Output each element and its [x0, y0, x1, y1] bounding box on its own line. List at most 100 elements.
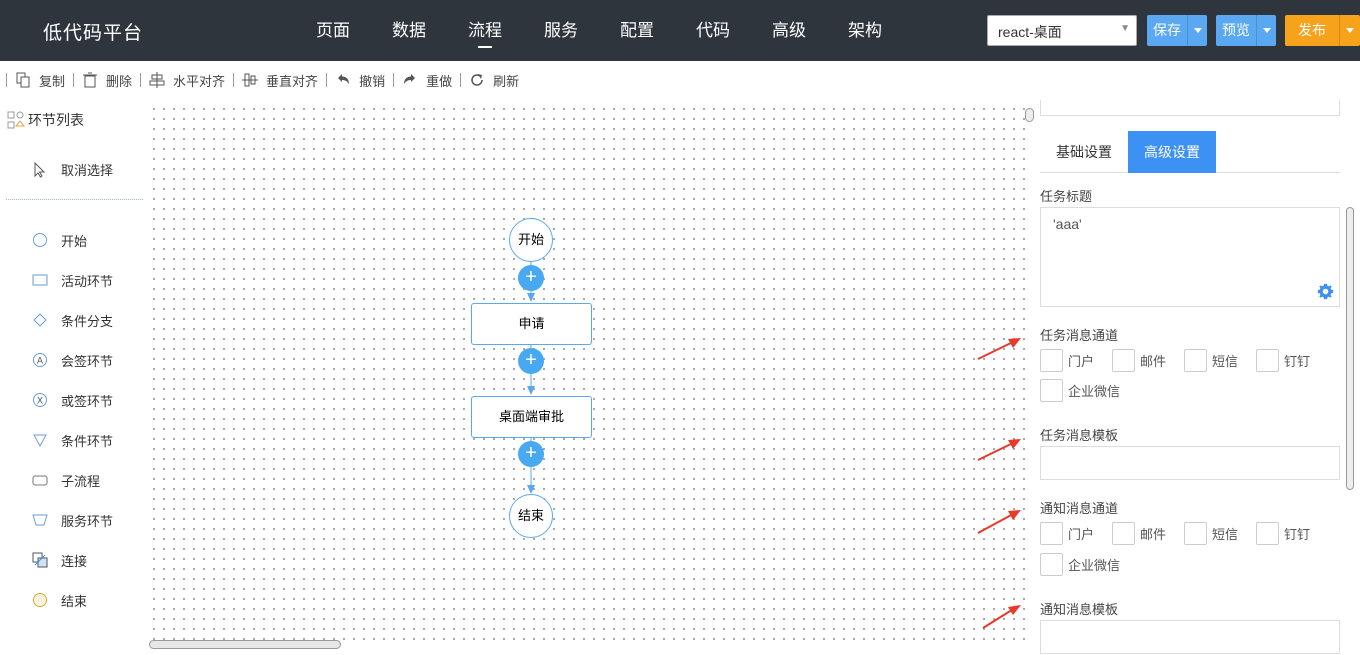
- checkbox-label: 邮件: [1140, 527, 1167, 542]
- toolbar-separator: [233, 73, 235, 87]
- checkbox-wecom[interactable]: [1040, 553, 1063, 576]
- task-title-label: 任务标题: [1040, 189, 1093, 204]
- chevron-down-icon: ▼: [1120, 23, 1130, 34]
- flow-node-approve[interactable]: 桌面端审批: [471, 396, 592, 438]
- annotation-arrow-icon: [982, 605, 1021, 629]
- notify-template-label: 通知消息模板: [1040, 602, 1119, 617]
- checkbox-label: 企业微信: [1068, 558, 1121, 573]
- palette-item-countersign[interactable]: A 会签环节: [32, 350, 113, 370]
- copy-icon: [16, 72, 30, 88]
- checkbox-wecom[interactable]: [1040, 379, 1063, 402]
- canvas-vertical-scrollbar[interactable]: [1025, 108, 1034, 122]
- nav-code[interactable]: 代码: [696, 21, 730, 40]
- palette-item-label: 服务环节: [61, 513, 114, 529]
- editor-toolbar: 复制 删除 水平对齐 垂直对齐 撤销 重做 刷新: [0, 61, 1360, 99]
- palette-item-condition[interactable]: 条件环节: [32, 430, 113, 450]
- task-title-input[interactable]: 'aaa': [1040, 207, 1340, 307]
- tab-basic-settings[interactable]: 基础设置: [1056, 144, 1112, 160]
- main-nav: 页面 数据 流程 服务 配置 代码 高级 架构: [295, 0, 903, 61]
- checkbox-dingtalk[interactable]: [1256, 349, 1280, 372]
- palette-item-label: 条件分支: [61, 313, 114, 329]
- palette-item-end[interactable]: 结束: [32, 590, 87, 610]
- palette-item-connect[interactable]: 连接: [32, 550, 87, 570]
- redo-button[interactable]: 重做: [402, 71, 452, 90]
- flow-node-apply[interactable]: 申请: [471, 303, 592, 345]
- horizontal-align-button[interactable]: 水平对齐: [149, 71, 225, 90]
- save-button[interactable]: 保存: [1147, 15, 1187, 46]
- preview-dropdown-icon[interactable]: [1256, 15, 1276, 46]
- align-vertical-icon: [242, 73, 259, 87]
- flow-canvas[interactable]: [147, 108, 1027, 648]
- canvas-horizontal-scrollbar[interactable]: [149, 640, 341, 649]
- palette-item-label: 子流程: [61, 473, 101, 489]
- nav-flow[interactable]: 流程: [447, 0, 523, 61]
- publish-dropdown-icon[interactable]: [1339, 15, 1360, 46]
- task-channel-options: 门户 邮件 短信 钉钉: [1040, 349, 1328, 372]
- nav-data[interactable]: 数据: [392, 21, 426, 40]
- flow-node-start[interactable]: 开始: [509, 218, 553, 262]
- palette-item-or-sign[interactable]: X 或签环节: [32, 390, 113, 410]
- palette-item-service[interactable]: 服务环节: [32, 510, 113, 530]
- nav-architecture[interactable]: 架构: [848, 21, 882, 40]
- svg-text:X: X: [37, 397, 43, 407]
- checkbox-portal[interactable]: [1040, 522, 1063, 545]
- add-node-button[interactable]: +: [518, 265, 544, 291]
- publish-button[interactable]: 发布: [1285, 15, 1339, 46]
- checkbox-sms[interactable]: [1184, 522, 1208, 545]
- notify-channel-options: 门户 邮件 短信 钉钉: [1040, 522, 1328, 545]
- palette-item-label: 条件环节: [61, 433, 114, 449]
- cancel-select-label: 取消选择: [61, 163, 114, 178]
- copy-button[interactable]: 复制: [15, 71, 65, 90]
- checkbox-portal[interactable]: [1040, 349, 1063, 372]
- save-dropdown-icon[interactable]: [1187, 15, 1207, 46]
- cancel-select-tool[interactable]: 取消选择: [32, 160, 113, 179]
- vertical-align-label: 垂直对齐: [266, 73, 319, 89]
- project-select[interactable]: react-桌面 ▼: [987, 15, 1137, 46]
- refresh-button[interactable]: 刷新: [469, 71, 519, 90]
- toolbar-separator: [460, 73, 462, 87]
- preview-button[interactable]: 预览: [1216, 15, 1256, 46]
- nav-advanced[interactable]: 高级: [772, 21, 806, 40]
- service-icon: [32, 514, 48, 526]
- task-channel-label: 任务消息通道: [1040, 328, 1119, 343]
- node-list-icon: [7, 111, 25, 129]
- panel-vertical-scrollbar[interactable]: [1346, 207, 1354, 490]
- refresh-icon: [471, 74, 483, 86]
- annotation-arrow-icon: [977, 510, 1021, 534]
- panel-top-field[interactable]: [1040, 100, 1340, 116]
- top-navbar: 低代码平台 页面 数据 流程 服务 配置 代码 高级 架构 react-桌面 ▼…: [0, 0, 1360, 61]
- subprocess-icon: [32, 475, 48, 486]
- tab-advanced-settings[interactable]: 高级设置: [1128, 131, 1216, 173]
- toolbar-separator: [326, 73, 328, 87]
- checkbox-dingtalk[interactable]: [1256, 522, 1280, 545]
- preview-button-group: 预览: [1216, 15, 1276, 46]
- checkbox-email[interactable]: [1112, 349, 1136, 372]
- gear-icon[interactable]: [1317, 283, 1334, 300]
- palette-item-subprocess[interactable]: 子流程: [32, 470, 100, 490]
- notify-template-input[interactable]: [1040, 620, 1340, 654]
- nav-service[interactable]: 服务: [544, 21, 578, 40]
- checkbox-label: 企业微信: [1068, 384, 1121, 399]
- palette-item-condition-branch[interactable]: 条件分支: [32, 310, 113, 330]
- nav-config[interactable]: 配置: [620, 21, 654, 40]
- delete-label: 删除: [106, 73, 133, 89]
- nav-page[interactable]: 页面: [316, 21, 350, 40]
- flow-node-end[interactable]: 结束: [509, 494, 553, 538]
- save-button-group: 保存: [1147, 15, 1207, 46]
- triangle-down-icon: [33, 434, 47, 448]
- add-node-button[interactable]: +: [518, 348, 544, 374]
- delete-button[interactable]: 删除: [82, 71, 132, 90]
- checkbox-label: 短信: [1212, 354, 1239, 369]
- palette-item-activity[interactable]: 活动环节: [32, 270, 113, 290]
- vertical-align-button[interactable]: 垂直对齐: [242, 71, 318, 90]
- rectangle-icon: [32, 274, 48, 286]
- notify-channel-label: 通知消息通道: [1040, 501, 1119, 516]
- checkbox-email[interactable]: [1112, 522, 1136, 545]
- checkbox-sms[interactable]: [1184, 349, 1208, 372]
- trash-icon: [83, 72, 98, 88]
- undo-button[interactable]: 撤销: [335, 71, 385, 90]
- task-template-input[interactable]: [1040, 446, 1340, 480]
- align-horizontal-icon: [149, 72, 165, 88]
- add-node-button[interactable]: +: [518, 441, 544, 467]
- palette-item-start[interactable]: 开始: [32, 230, 87, 250]
